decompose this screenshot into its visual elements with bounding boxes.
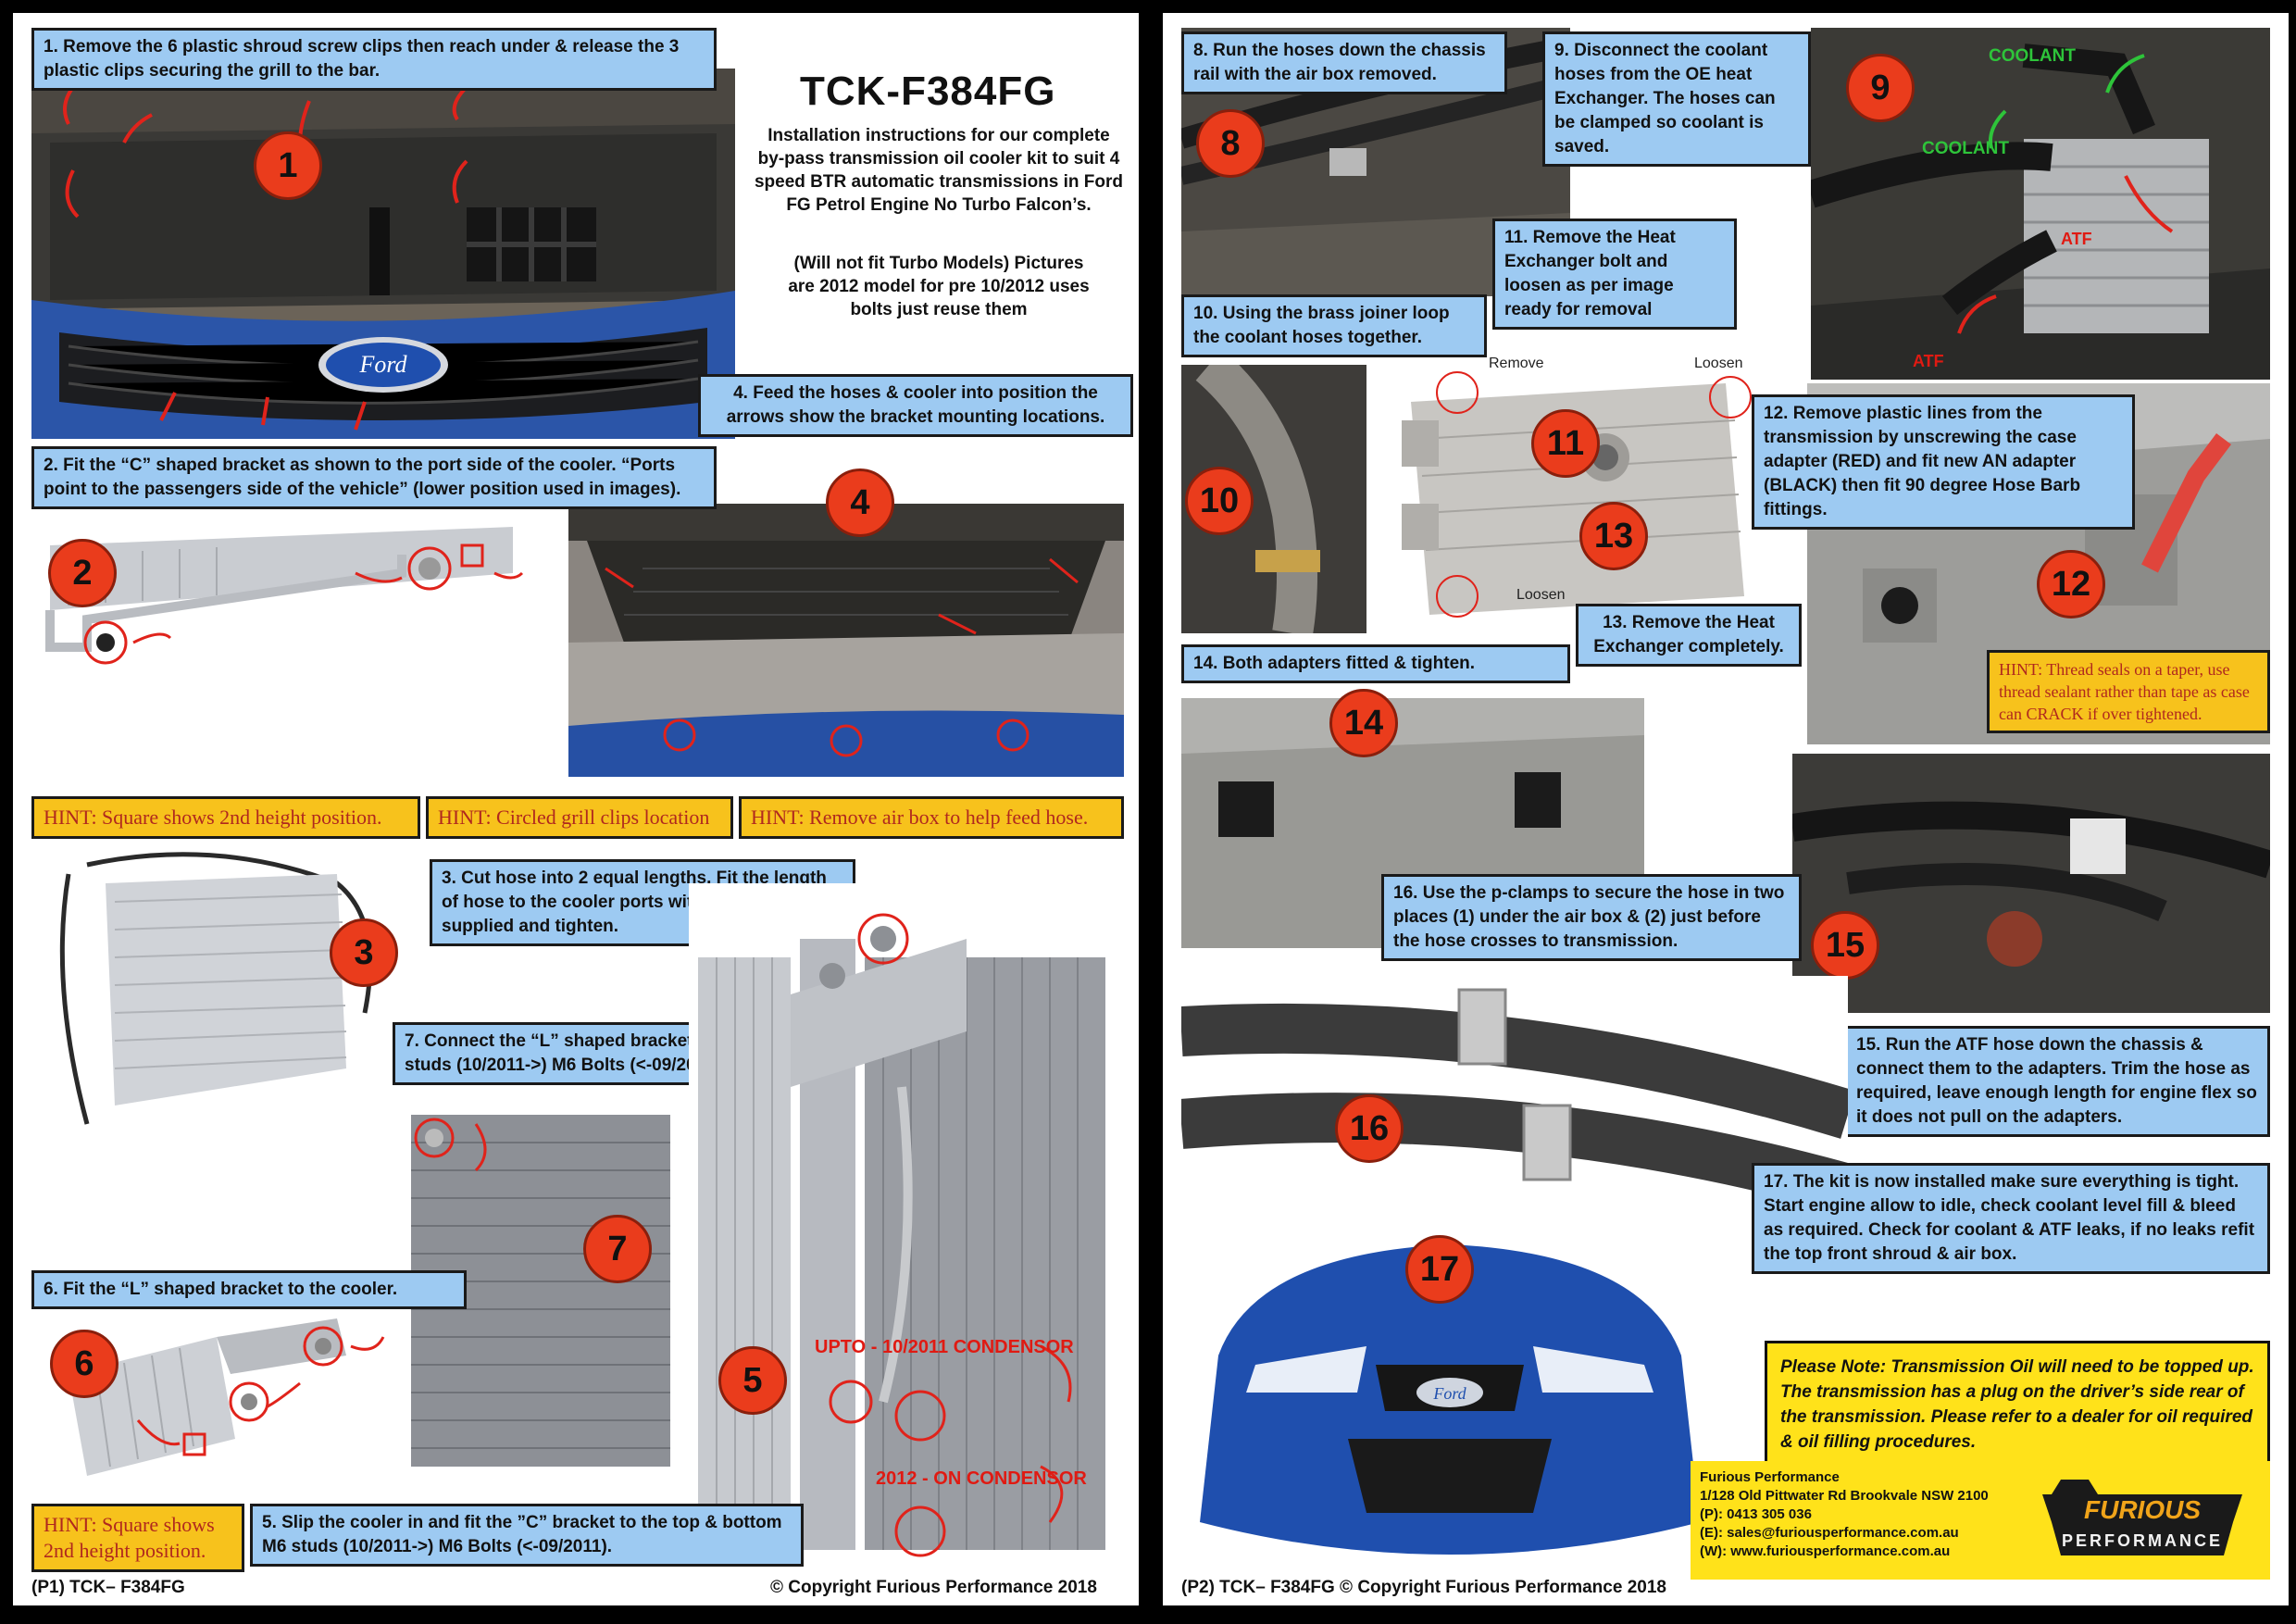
photo-bar-opening	[568, 504, 1124, 777]
svg-text:Ford: Ford	[358, 351, 407, 378]
step-13-callout: 13. Remove the Heat Exchanger completely…	[1576, 604, 1802, 667]
step-17-badge: 17	[1405, 1235, 1474, 1304]
instruction-page-2: 8. Run the hoses down the chassis rail w…	[1163, 13, 2289, 1605]
step-5-badge: 5	[718, 1346, 787, 1415]
photo-l-bracket-condenser	[402, 1106, 680, 1476]
step-15-callout: 15. Run the ATF hose down the chassis & …	[1844, 1026, 2270, 1137]
step-9-callout: 9. Disconnect the coolant hoses from the…	[1542, 31, 1811, 167]
step-1-badge: 1	[254, 131, 322, 200]
photo-condensor	[689, 883, 1124, 1568]
step-4-callout: 4. Feed the hoses & cooler into position…	[698, 374, 1133, 437]
footer-right: © Copyright Furious Performance 2018	[770, 1578, 1097, 1597]
step-12-badge: 12	[2037, 550, 2105, 618]
label-loosen-1: Loosen	[1694, 356, 1743, 371]
step-14-callout: 14. Both adapters fitted & tighten.	[1181, 644, 1570, 683]
company-phone: (P): 0413 305 036	[1700, 1506, 1812, 1522]
step-11-badge: 11	[1531, 409, 1600, 478]
step-16-badge: 16	[1335, 1094, 1404, 1163]
hint-remove-airbox: HINT: Remove air box to help feed hose.	[739, 796, 1124, 839]
step-14-badge: 14	[1329, 689, 1398, 757]
step-12-callout: 12. Remove plastic lines from the transm…	[1752, 394, 2135, 530]
label-remove: Remove	[1489, 356, 1544, 371]
contact-block: Furious Performance 1/128 Old Pittwater …	[1691, 1461, 2270, 1580]
step-2-badge: 2	[48, 539, 117, 607]
step-5-callout: 5. Slip the cooler in and fit the ”C” br…	[250, 1504, 804, 1567]
logo-text-furious: FURIOUS	[2084, 1495, 2201, 1524]
step-3-callout: 3. Cut hose into 2 equal lengths. Fit th…	[430, 859, 855, 946]
company-website[interactable]: (W): www.furiousperformance.com.au	[1700, 1543, 1951, 1559]
step-2-callout: 2. Fit the “C” shaped bracket as shown t…	[31, 446, 717, 509]
logo-text-performance: PERFORMANCE	[2062, 1531, 2223, 1550]
photo-cooler-hoses	[31, 846, 420, 1143]
step-9-badge: 9	[1846, 54, 1915, 122]
label-loosen-2: Loosen	[1516, 587, 1566, 603]
step-8-badge: 8	[1196, 109, 1265, 178]
step-4-badge: 4	[826, 468, 894, 537]
label-atf-2: ATF	[1913, 352, 1944, 370]
label-coolant-2: COOLANT	[1922, 139, 2009, 158]
step-8-callout: 8. Run the hoses down the chassis rail w…	[1181, 31, 1507, 94]
instruction-page-1: Ford 1. Remove the 6 plastic shroud scre…	[13, 13, 1139, 1605]
photo-c-bracket	[31, 518, 531, 740]
photo-brass-joiner	[1181, 365, 1366, 633]
page-title: TCK-F384FG	[800, 69, 1056, 114]
photo-front-shroud: Ford	[31, 69, 735, 439]
step-6-badge: 6	[50, 1330, 119, 1398]
hint-grill-clips: HINT: Circled grill clips location	[426, 796, 733, 839]
photo-heat-exchanger-removed	[1374, 365, 1763, 633]
ford-badge-text: Ford	[1432, 1384, 1466, 1403]
label-upto-condensor: UPTO - 10/2011 CONDENSOR	[815, 1337, 1074, 1357]
photo-l-bracket-cooler	[31, 1318, 393, 1485]
step-11-callout: 11. Remove the Heat Exchanger bolt and l…	[1492, 219, 1737, 330]
photo-atf-hose-adapters	[1792, 754, 2270, 1013]
label-2012-condensor: 2012 - ON CONDENSOR	[876, 1468, 1087, 1489]
step-1-callout: 1. Remove the 6 plastic shroud screw cli…	[31, 28, 717, 91]
company-email[interactable]: (E): sales@furiousperformance.com.au	[1700, 1525, 1959, 1541]
step-7-badge: 7	[583, 1215, 652, 1283]
step-10-badge: 10	[1185, 467, 1254, 535]
transmission-oil-note: Please Note: Transmission Oil will need …	[1765, 1341, 2270, 1468]
label-coolant-1: COOLANT	[1989, 46, 2076, 66]
company-name: Furious Performance	[1700, 1469, 1840, 1485]
step-13-badge: 13	[1579, 502, 1648, 570]
footer-left: (P1) TCK– F384FG	[31, 1578, 185, 1597]
photo-p-clamps	[1181, 976, 1848, 1217]
step-17-callout: 17. The kit is now installed make sure e…	[1752, 1163, 2270, 1274]
label-atf-1: ATF	[2061, 230, 2092, 248]
step-16-callout: 16. Use the p-clamps to secure the hose …	[1381, 874, 1802, 961]
hint-square-position-2: HINT: Square shows 2nd height position.	[31, 1504, 244, 1572]
step-6-callout: 6. Fit the “L” shaped bracket to the coo…	[31, 1270, 467, 1309]
intro-text: Installation instructions for our comple…	[754, 126, 1124, 215]
step-15-badge: 15	[1811, 911, 1879, 980]
furious-performance-logo: FURIOUS PERFORMANCE	[2024, 1467, 2261, 1574]
hint-square-position: HINT: Square shows 2nd height position.	[31, 796, 420, 839]
intro-note: (Will not fit Turbo Models) Pictures are…	[788, 254, 1090, 319]
hint-thread-seals: HINT: Thread seals on a taper, use threa…	[1987, 650, 2270, 733]
step-3-badge: 3	[330, 918, 398, 987]
footer-page-2: (P2) TCK– F384FG © Copyright Furious Per…	[1181, 1578, 1666, 1597]
company-address: 1/128 Old Pittwater Rd Brookvale NSW 210…	[1700, 1488, 1989, 1504]
step-10-callout: 10. Using the brass joiner loop the cool…	[1181, 294, 1487, 357]
